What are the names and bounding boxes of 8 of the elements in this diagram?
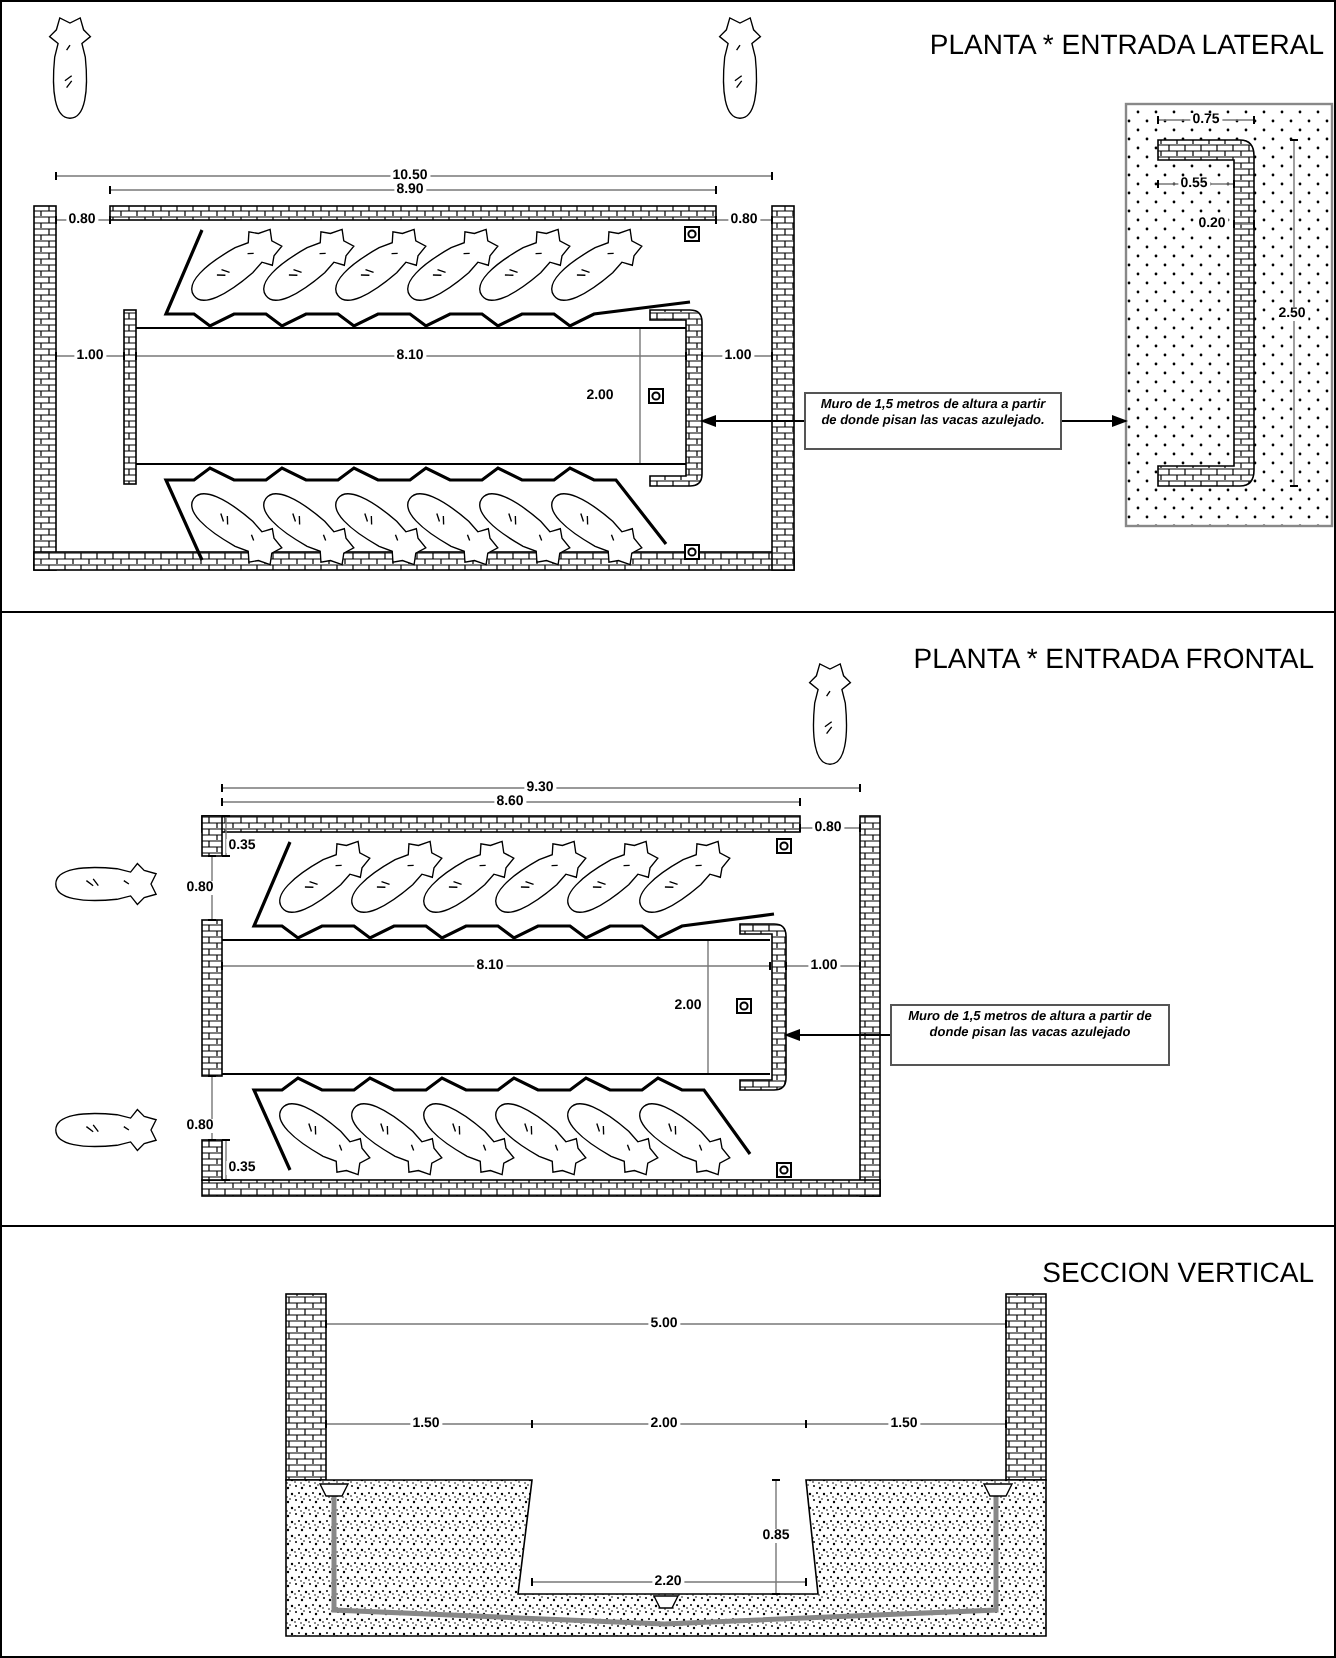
leader-line (784, 1029, 891, 1041)
wall-section (649, 309, 703, 487)
section-title: PLANTA * ENTRADA LATERAL (929, 30, 1324, 58)
section-title: PLANTA * ENTRADA FRONTAL (913, 644, 1314, 672)
section-title: SECCION VERTICAL (1042, 1258, 1314, 1286)
wall-section (739, 923, 787, 1091)
leader-line (1061, 415, 1128, 427)
leader-line (700, 415, 805, 427)
